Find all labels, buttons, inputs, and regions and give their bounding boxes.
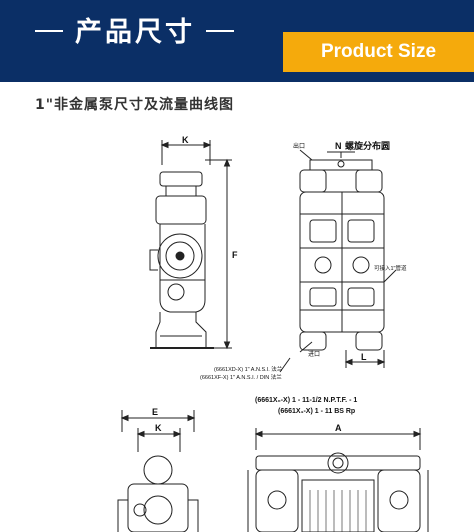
dim-n-label: N [335,141,342,151]
front-view [279,149,397,373]
banner-title-en: Product Size [320,41,437,62]
thread-npt-note: (6661X₀-X) 1 - 11-1/2 N.P.T.F. - 1 [255,397,357,404]
bottom-side-view [117,410,199,532]
dim-k-label: K [182,135,189,145]
side-view [149,140,232,350]
dim-k2-label: K [155,423,162,433]
inlet-label: 进口 [308,350,320,358]
banner-title-cn: 产品尺寸 [75,17,195,48]
thread-bs-note: (6661X₁-X) 1 - 11 BS Rp [278,408,355,415]
flange-ansi-note: (6661XD-X) 1" A.N.S.I. 法兰 [214,365,283,373]
section-title: 1"非金属泵尺寸及流量曲线图 [35,97,235,113]
header-banner: 产品尺寸 Product Size [0,0,474,82]
flange-din-note: (6661XF-X) 1" A.N.S.I. / DIN 法兰 [200,373,282,381]
banner-left-dash [35,30,63,32]
bolt-circle-label: 螺旋分布圆 [345,140,390,151]
outlet-label: 出口 [293,142,305,150]
dim-f-label: F [232,250,238,260]
rotatable-note: 可接入1"管道 [374,264,407,272]
bottom-front-view [247,428,429,532]
dim-a-label: A [335,423,342,433]
dim-l-label: L [361,352,367,362]
banner-en-tag: Product Size [283,32,474,72]
banner-right-dash [206,30,234,32]
dim-e-label: E [152,407,158,417]
